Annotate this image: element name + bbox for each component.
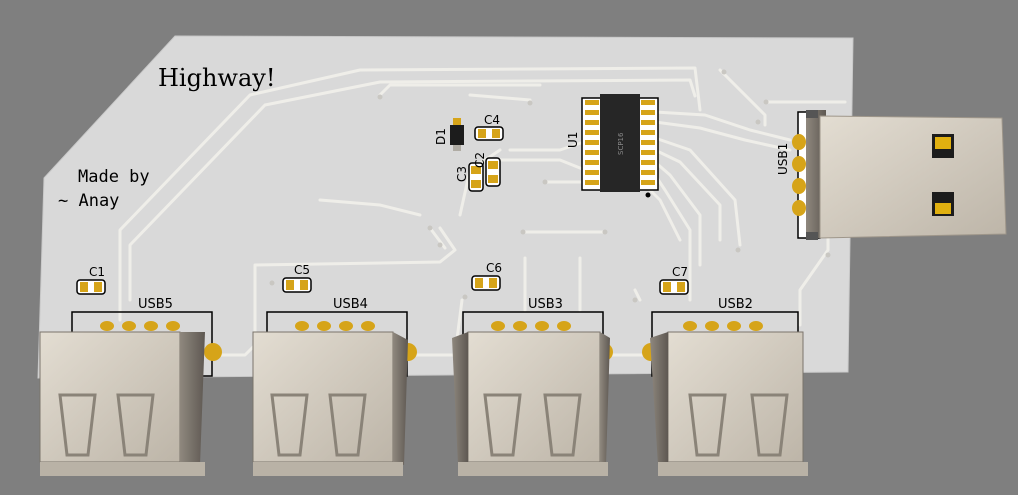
label-usb5: USB5	[138, 297, 173, 312]
capacitor-c5[interactable]	[282, 277, 312, 293]
usb2-connector[interactable]	[642, 311, 808, 476]
label-c1: C1	[89, 265, 105, 279]
credit-line-2: ~ Anay	[58, 191, 119, 211]
label-c6: C6	[486, 261, 502, 275]
label-usb3: USB3	[528, 297, 563, 312]
capacitor-c3[interactable]	[468, 162, 484, 192]
label-c3: C3	[455, 166, 469, 182]
label-usb1: USB1	[776, 143, 790, 175]
label-u1: U1	[566, 132, 580, 148]
capacitor-c6[interactable]	[471, 275, 501, 291]
label-c4: C4	[484, 113, 500, 127]
diode-d1[interactable]	[450, 118, 464, 151]
capacitor-c4[interactable]	[474, 126, 504, 141]
usb1-plug[interactable]	[792, 110, 1007, 240]
vias	[269, 69, 831, 303]
ic-u1[interactable]	[581, 94, 659, 198]
copper-traces	[118, 66, 847, 357]
usb3-connector[interactable]	[452, 311, 613, 476]
label-c7: C7	[672, 265, 688, 279]
capacitor-c2[interactable]	[485, 157, 501, 187]
label-c2: C2	[473, 152, 487, 168]
capacitor-c1[interactable]	[76, 279, 106, 295]
credit-line-1: Made by	[78, 167, 150, 187]
label-usb2: USB2	[718, 297, 753, 312]
usb5-connector[interactable]	[39, 311, 222, 476]
capacitor-c7[interactable]	[659, 279, 689, 295]
ic-u1-marking: SCP16	[617, 132, 625, 155]
board-title: Highway!	[158, 64, 275, 92]
usb4-connector[interactable]	[252, 311, 417, 476]
label-usb4: USB4	[333, 297, 368, 312]
label-c5: C5	[294, 263, 310, 277]
label-d1: D1	[434, 128, 448, 145]
